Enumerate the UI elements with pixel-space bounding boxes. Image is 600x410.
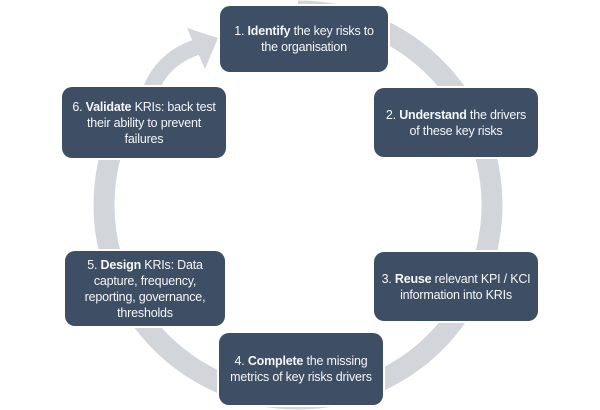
- step-5-text: 5. Design KRIs: Data capture, frequency,…: [83, 257, 208, 321]
- step-keyword: Validate: [85, 99, 132, 114]
- step-description: KRIs: Data capture, frequency, reporting…: [84, 257, 206, 320]
- step-keyword: Reuse: [394, 271, 432, 286]
- step-number: 2.: [385, 107, 400, 122]
- arrowhead-icon: [187, 28, 218, 69]
- step-keyword: Complete: [247, 354, 304, 368]
- step-number: 4.: [234, 354, 248, 368]
- step-keyword: Identify: [247, 24, 291, 38]
- step-description: KRIs: back test their ability to prevent…: [86, 99, 216, 146]
- step-keyword: Design: [100, 257, 142, 272]
- step-number: 6.: [72, 99, 86, 114]
- step-6-text: 6. Validate KRIs: back test their abilit…: [70, 99, 217, 147]
- step-number: 3.: [381, 271, 395, 286]
- step-5-box: 5. Design KRIs: Data capture, frequency,…: [65, 251, 225, 326]
- step-6-box: 6. Validate KRIs: back test their abilit…: [62, 87, 226, 158]
- step-2-text: 2. Understand the drivers of these key r…: [384, 107, 528, 139]
- step-4-text: 4. Complete the missing metrics of key r…: [228, 353, 374, 385]
- step-description: relevant KPI / KCI information into KRIs: [400, 271, 531, 302]
- step-keyword: Understand: [399, 107, 467, 122]
- step-description: the key risks to the organisation: [261, 24, 374, 54]
- step-description: the drivers of these key risks: [409, 107, 527, 138]
- step-2-box: 2. Understand the drivers of these key r…: [374, 88, 538, 157]
- step-1-text: 1. Identify the key risks to the organis…: [232, 23, 376, 55]
- step-4-box: 4. Complete the missing metrics of key r…: [219, 333, 383, 405]
- step-number: 1.: [234, 24, 248, 38]
- step-3-box: 3. Reuse relevant KPI / KCI information …: [374, 252, 538, 321]
- step-description: the missing metrics of key risks drivers: [230, 354, 372, 384]
- step-1-box: 1. Identify the key risks to the organis…: [220, 6, 388, 72]
- step-3-text: 3. Reuse relevant KPI / KCI information …: [380, 271, 533, 303]
- step-number: 5.: [87, 257, 101, 272]
